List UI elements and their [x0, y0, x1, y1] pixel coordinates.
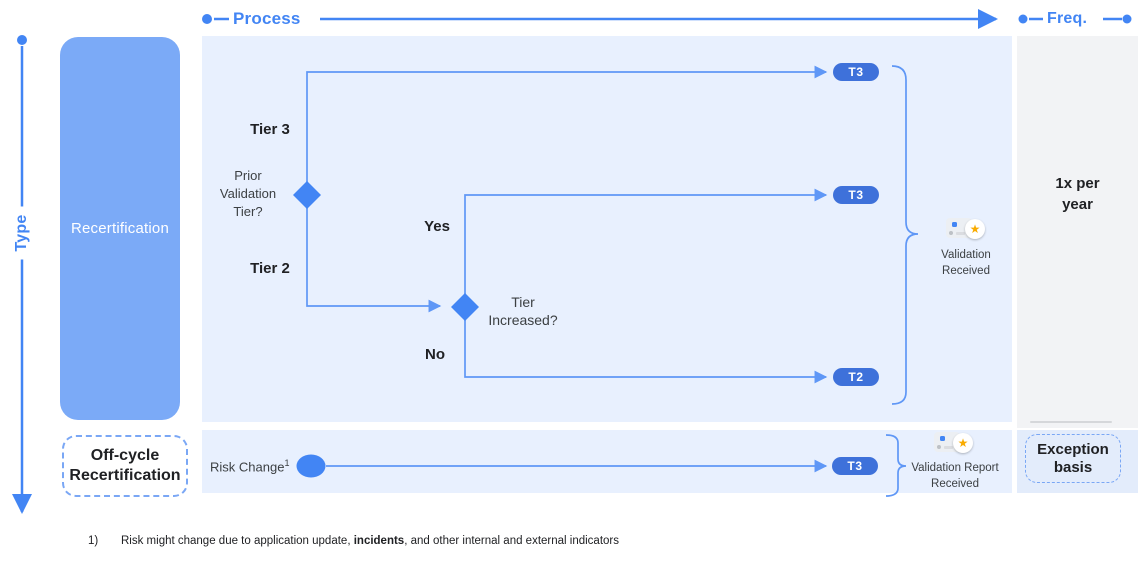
footnote-text-before: Risk might change due to application upd… [121, 535, 354, 547]
category-offcycle-label: Off-cycle Recertification [69, 447, 181, 484]
star-glyph: ★ [957, 436, 969, 450]
footnote-marker: 1) [88, 535, 99, 547]
type-axis-label: Type [11, 206, 33, 260]
freq-axis-left-dot [1018, 14, 1028, 24]
flow-tier3-branch [306, 65, 828, 184]
validation-report-badge-icon: ★ [932, 428, 976, 458]
risk-change-node [296, 454, 326, 478]
category-offcycle-recertification: Off-cycle Recertification [62, 435, 188, 497]
footnote: 1) Risk might change due to application u… [88, 535, 619, 547]
checklist-blue-dot [940, 436, 945, 441]
award-seal-shape: ★ [953, 433, 973, 453]
checklist-gray-dot [949, 231, 953, 235]
tier-pill-t3-middle: T3 [833, 186, 879, 204]
type-axis-graphic [12, 35, 32, 514]
checklist-gray-bar [944, 446, 953, 449]
validation-badge-icon: ★ [944, 214, 988, 244]
decision-diamond-prior-validation [293, 181, 321, 209]
risk-change-text: Risk Change [210, 459, 285, 475]
frequency-1x-per-year: 1x per year [1055, 175, 1100, 213]
process-axis-label: Process [233, 9, 301, 28]
checklist-blue-dot [952, 222, 957, 227]
exception-basis-label: Exception basis [1037, 440, 1109, 476]
label-risk-change: Risk Change1 [210, 458, 289, 474]
flow-tier2-branch [306, 207, 442, 313]
flow-yes-branch [464, 188, 828, 294]
star-glyph: ★ [969, 222, 981, 236]
label-tier2: Tier 2 [250, 260, 290, 277]
process-panel-main [202, 36, 1012, 422]
checklist-gray-bar [956, 232, 965, 235]
process-axis-start-dot [202, 14, 212, 24]
frequency-column-divider [1030, 421, 1112, 423]
flow-no-branch [464, 320, 828, 384]
checklist-gray-dot [937, 445, 941, 449]
main-flow-lines [293, 65, 919, 405]
footnote-emphasis: incidents [353, 535, 405, 547]
freq-axis-right-dot [1122, 14, 1132, 24]
type-axis-start-dot [17, 35, 27, 45]
frequency-column [1017, 36, 1138, 428]
offcycle-flow-lines [296, 434, 907, 497]
label-yes: Yes [424, 218, 450, 235]
tier-pill-t3-offcycle: T3 [832, 457, 878, 475]
tier-pill-t3-top: T3 [833, 63, 879, 81]
frequency-exception-basis: Exception basis [1025, 434, 1121, 483]
label-validation-report-received: Validation Report Received [911, 462, 999, 491]
freq-axis-label: Freq. [1047, 10, 1088, 27]
footnote-reference: 1 [284, 458, 290, 468]
label-validation-received: Validation Received [941, 249, 991, 278]
category-recertification: Recertification [60, 37, 180, 420]
label-tier3: Tier 3 [250, 121, 290, 138]
label-no: No [425, 346, 445, 363]
label-tier-increased: Tier Increased? [488, 294, 558, 329]
footnote-text-after: , and other internal and external indica… [404, 535, 620, 547]
validation-report-brace [885, 434, 907, 497]
tier-pill-t2-bottom: T2 [833, 368, 879, 386]
decision-diamond-tier-increased [451, 293, 479, 321]
process-axis-graphic [202, 9, 1132, 29]
award-seal-shape: ★ [965, 219, 985, 239]
validation-brace [891, 65, 919, 405]
category-recertification-label: Recertification [70, 220, 170, 237]
label-prior-validation-tier: Prior Validation Tier? [219, 168, 277, 220]
